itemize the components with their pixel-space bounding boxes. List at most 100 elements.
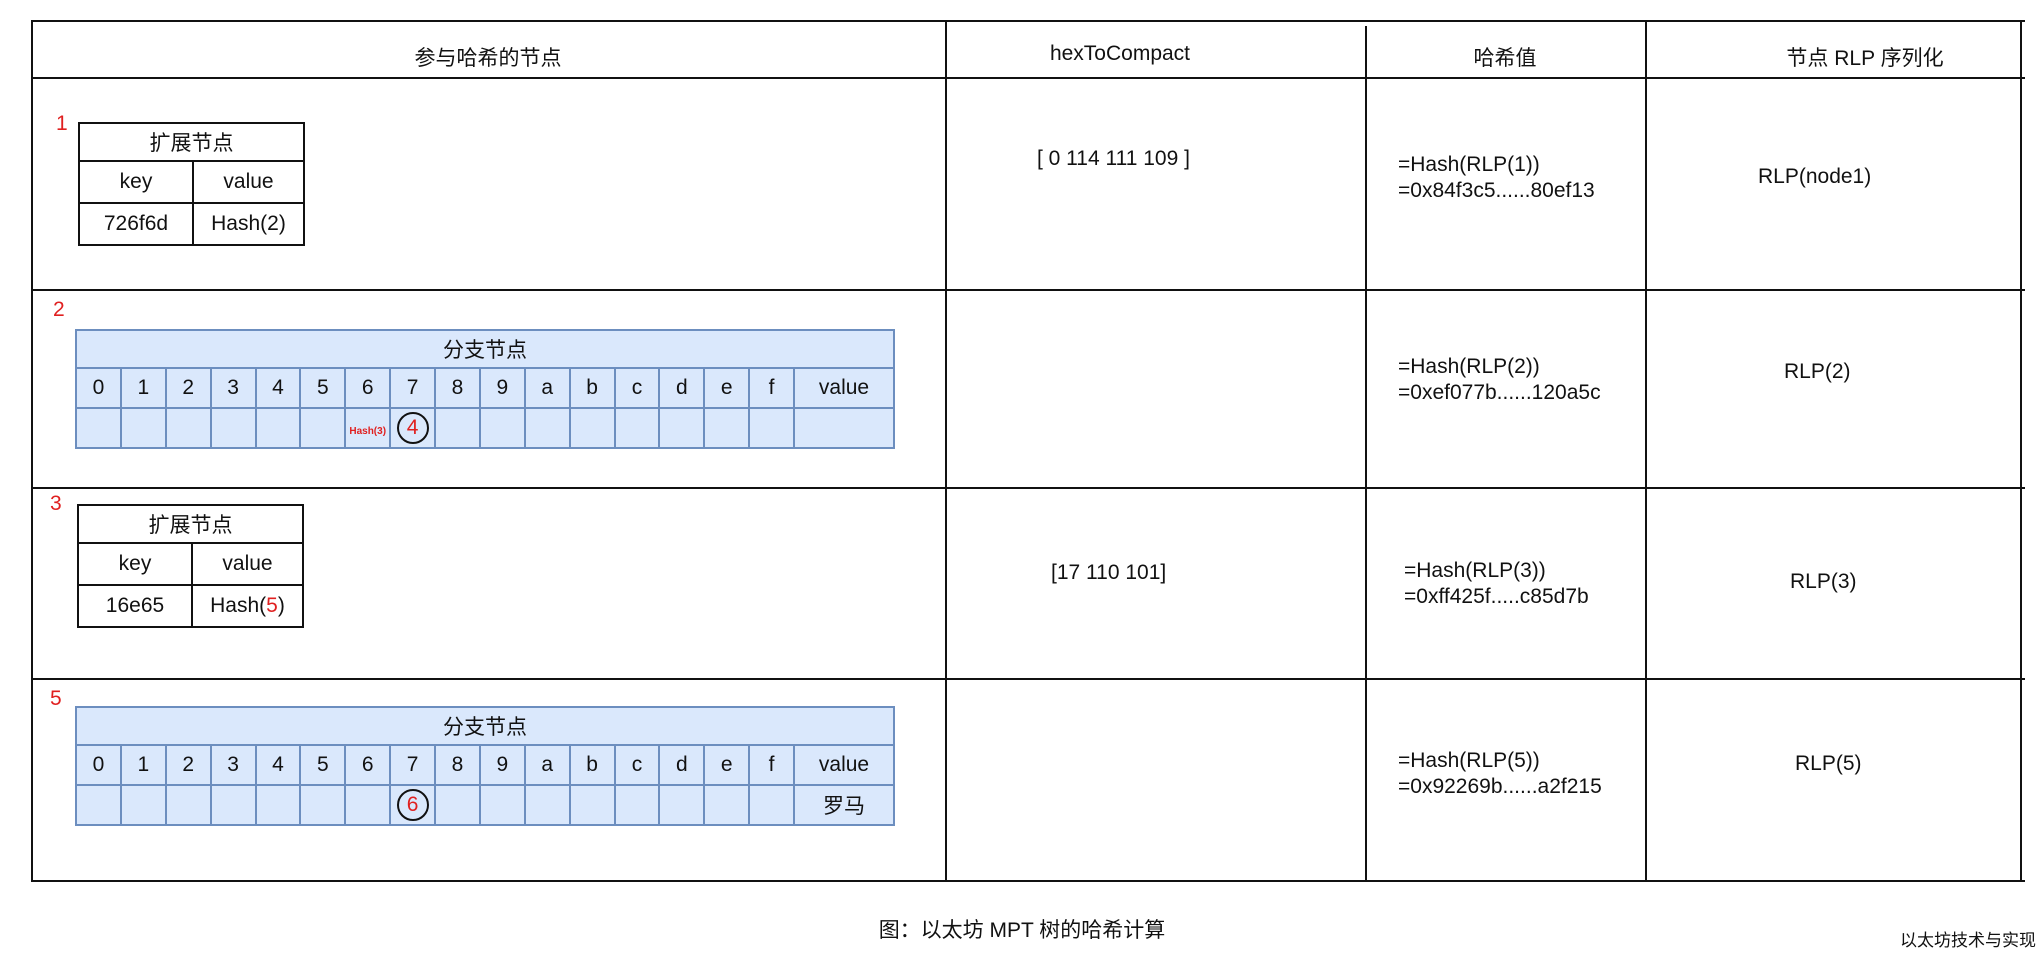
slot-label: 4	[254, 744, 302, 786]
compact-value: [17 110 101]	[1051, 561, 1167, 584]
slot-label: a	[523, 744, 571, 786]
slot-label: 3	[209, 744, 257, 786]
slot-value	[209, 784, 257, 826]
slot-label: value	[793, 367, 895, 409]
slot-label: d	[658, 744, 706, 786]
slot-label: 8	[434, 744, 481, 786]
slot-label: e	[703, 367, 751, 409]
row3-bottom-border	[31, 678, 2025, 680]
slot-label: b	[568, 744, 616, 786]
header-bottom-border	[31, 77, 2025, 79]
slot-label: 3	[209, 367, 257, 409]
slot-value	[748, 407, 795, 449]
slot-label: b	[568, 367, 616, 409]
header-nodes: 参与哈希的节点	[414, 47, 562, 70]
slot-label: 1	[119, 367, 167, 409]
value-suffix: )	[278, 212, 286, 235]
rlp-value: RLP(5)	[1795, 752, 1862, 775]
row-number: 3	[50, 492, 62, 515]
header-hash-value: 哈希值	[1473, 47, 1537, 70]
slot-value	[478, 784, 526, 826]
figure-caption: 图：以太坊 MPT 树的哈希计算	[878, 919, 1166, 942]
slot-value	[658, 784, 706, 826]
slot-label: c	[613, 367, 661, 409]
slot-value	[434, 407, 481, 449]
slot-value	[75, 407, 122, 449]
compact-value: [ 0 114 111 109 ]	[1037, 147, 1190, 170]
slot-label: 8	[434, 367, 481, 409]
value-suffix: )	[277, 594, 285, 617]
slot-label: f	[748, 744, 795, 786]
header-rlp: 节点 RLP 序列化	[1786, 47, 1944, 70]
row-number: 1	[56, 112, 68, 135]
hash-line-1: =Hash(RLP(3))	[1404, 559, 1546, 582]
slot-label: 2	[164, 744, 212, 786]
value-header: value	[192, 160, 305, 204]
value-ref: 5	[266, 594, 278, 617]
rlp-value: RLP(3)	[1790, 570, 1857, 593]
row-number: 5	[50, 687, 62, 710]
slot-value	[254, 784, 302, 826]
table-right-border	[2020, 20, 2022, 881]
slot-label: e	[703, 744, 751, 786]
rlp-value: RLP(node1)	[1758, 165, 1872, 188]
slot-label: 1	[119, 744, 167, 786]
hash-line-2: =0x92269b......a2f215	[1398, 775, 1602, 798]
slot-label: c	[613, 744, 661, 786]
key-cell: 16e65	[77, 584, 193, 628]
col-divider-1	[945, 20, 947, 881]
slot-label: 7	[389, 744, 436, 786]
slot-value	[434, 784, 481, 826]
slot-label: 7	[389, 367, 436, 409]
slot-label: a	[523, 367, 571, 409]
slot-value	[164, 784, 212, 826]
slot-value	[299, 784, 347, 826]
header-hex-to-compact: hexToCompact	[1049, 42, 1191, 65]
slot-value	[748, 784, 795, 826]
col-divider-3	[1645, 20, 1647, 881]
credit-text: 以太坊技术与实现	[1900, 931, 2036, 951]
node-title: 扩展节点	[78, 122, 305, 162]
slot-label: value	[793, 744, 895, 786]
value-ref: 2	[267, 212, 279, 235]
hash-line-1: =Hash(RLP(2))	[1398, 355, 1540, 378]
row-number: 2	[53, 298, 65, 321]
key-cell: 726f6d	[78, 202, 194, 246]
hash-line-1: =Hash(RLP(1))	[1398, 153, 1540, 176]
slot-value	[523, 784, 571, 826]
slot-label: 9	[478, 744, 526, 786]
hash-line-1: =Hash(RLP(5))	[1398, 749, 1540, 772]
slot-value	[568, 407, 616, 449]
slot-value	[523, 407, 571, 449]
slot-label: 4	[254, 367, 302, 409]
table-bottom-border	[31, 880, 2025, 882]
slot-value	[299, 407, 347, 449]
slot-value	[164, 407, 212, 449]
node-title: 分支节点	[75, 706, 895, 746]
value-cell: Hash(5)	[191, 584, 304, 628]
table-top-border	[31, 20, 2025, 22]
slot-label: 5	[299, 744, 347, 786]
slot-value	[254, 407, 302, 449]
value-header: value	[191, 542, 304, 586]
slot-label: f	[748, 367, 795, 409]
key-header: key	[78, 160, 194, 204]
slot-label: 6	[344, 744, 392, 786]
slot-label: 0	[75, 744, 122, 786]
slot-value	[119, 784, 167, 826]
slot-value	[613, 784, 661, 826]
value-cell: Hash(2)	[192, 202, 305, 246]
table-left-border	[31, 20, 33, 881]
node-title: 扩展节点	[77, 504, 304, 544]
slot-label: 2	[164, 367, 212, 409]
slot-value	[703, 407, 751, 449]
slot-value: Hash(3)	[344, 407, 392, 449]
slot-value	[478, 407, 526, 449]
slot-label: d	[658, 367, 706, 409]
row1-bottom-border	[31, 289, 2025, 291]
slot-value	[703, 784, 751, 826]
child-ref-circle: 6	[396, 789, 429, 821]
